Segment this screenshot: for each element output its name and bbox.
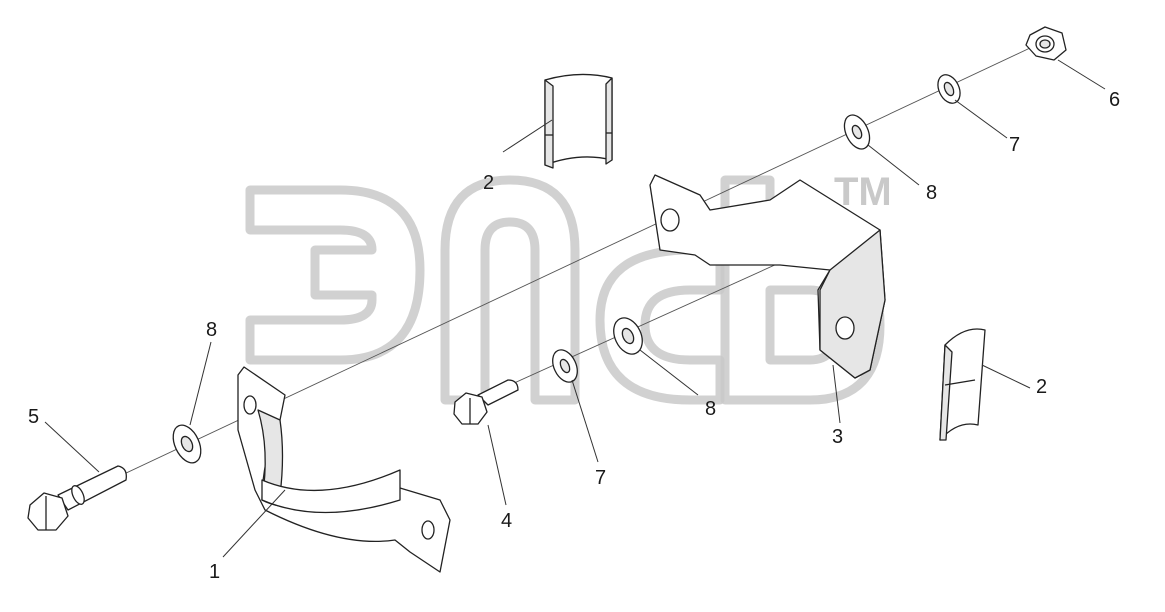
callout-7-lower: 7 xyxy=(595,467,606,489)
callout-8-lower: 8 xyxy=(206,319,217,341)
flat-washer-part-8-middle xyxy=(613,317,643,355)
callout-5: 5 xyxy=(28,406,39,428)
leader-lines xyxy=(44,59,1106,558)
callout-8-upper: 8 xyxy=(926,182,937,204)
rubber-pad-part-2-upper xyxy=(544,73,613,169)
callouts: 1 2 2 3 4 5 6 7 7 8 8 8 xyxy=(28,89,1120,583)
callout-3: 3 xyxy=(832,426,843,448)
callout-8-middle: 8 xyxy=(705,398,716,420)
flat-washer-part-8-lower xyxy=(172,424,202,464)
callout-2-upper: 2 xyxy=(483,172,494,194)
bolt-part-4 xyxy=(453,379,519,425)
callout-2-lower: 2 xyxy=(1036,376,1047,398)
nut-part-6 xyxy=(1025,26,1067,61)
callout-6: 6 xyxy=(1109,89,1120,111)
callout-4: 4 xyxy=(501,510,512,532)
callout-1: 1 xyxy=(209,561,220,583)
flat-washer-part-8-upper xyxy=(843,114,871,150)
clamp-part-1 xyxy=(237,366,451,573)
rubber-pad-part-2-lower xyxy=(939,328,986,441)
callout-7-upper: 7 xyxy=(1009,134,1020,156)
bolt-part-5 xyxy=(27,465,127,531)
bracket-part-3 xyxy=(649,174,886,379)
lock-washer-part-7-upper xyxy=(937,74,961,104)
